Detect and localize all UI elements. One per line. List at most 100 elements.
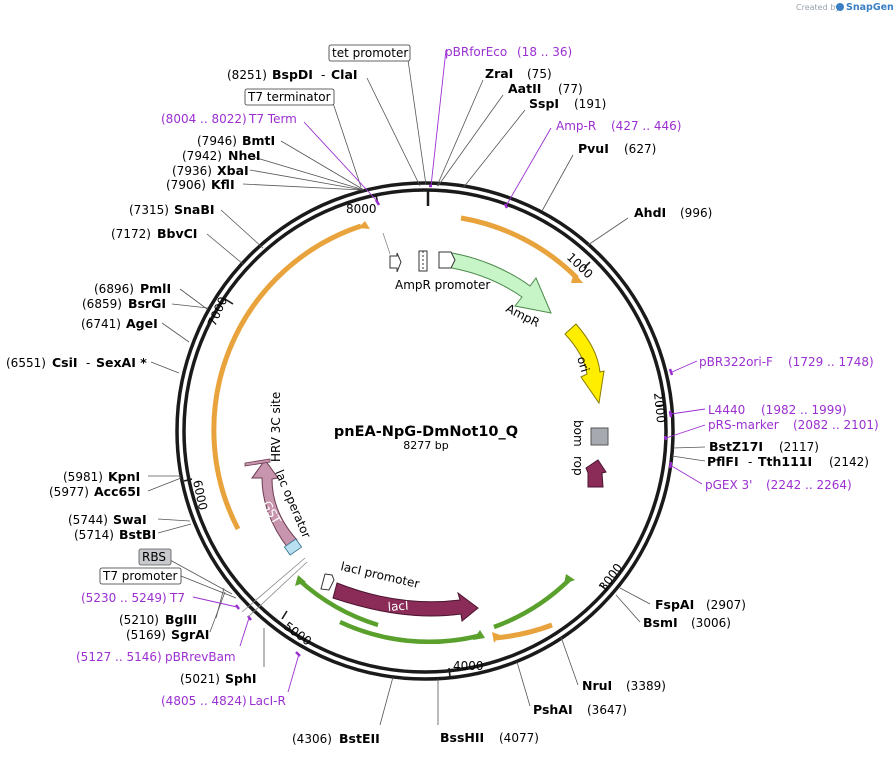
site-sphi-pos: (5021) [180,672,220,686]
site-pvui-name: PvuI [578,141,609,156]
rop-feature [585,459,607,488]
site-leaders [147,59,706,726]
feature-label-ampr-promoter: AmpR promoter [395,278,490,292]
site-nhei-pos: (7942) [182,149,222,163]
primer-pbr322ori-f-range: (1729 .. 1748) [788,355,874,369]
primer-amp-r-range: (427 .. 446) [611,119,681,133]
laci-promoter-arrow [320,573,335,591]
site-kfli-name: KflI [211,177,235,192]
site-ahdi-pos: (996) [680,206,712,220]
site-agei-name: AgeI [126,316,158,331]
laci-feature [332,582,479,622]
box-rbs [138,548,172,566]
site-zrai-pos: (75) [527,67,552,81]
ampr-promoter-arrow [389,250,428,273]
site-bstbi-pos: (5714) [74,528,114,542]
site-xbai-pos: (7936) [172,164,212,178]
site-bstbi-name: BstBI [119,527,156,542]
gst-feature [251,459,298,549]
site-pflfi-name: PflFI [707,454,739,469]
site-zrai-name: ZraI [485,66,513,81]
orf-arc-laci-2 [339,619,479,645]
primer-prs-marker-range: (2082 .. 2101) [793,418,879,432]
orf-arc-rop-rev [494,622,553,641]
site-xbai-name: XbaI [217,163,249,178]
ori-feature [564,323,605,405]
primer-leaders [192,49,706,693]
site-sspi-name: SspI [529,96,559,111]
site-nrui-name: NruI [582,678,612,693]
site-kpni-pos: (5981) [63,470,103,484]
primer-pbrforeco-name: pBRforEco [445,45,507,59]
site-bsteii-pos: (4306) [292,732,332,746]
site-kpni-name: KpnI [108,469,140,484]
site-bsshii-name: BssHII [440,730,484,745]
feature-label-laci: lacI [387,599,409,614]
orf-arc-left [211,223,362,531]
ampr-feature [442,251,552,314]
site-bglii-pos: (5210) [119,613,159,627]
site-sexai-name: SexAI * [96,355,147,370]
site-kfli-pos: (7906) [166,178,206,192]
site-bspdi-pos: (8251) [227,68,267,82]
feature-label-bom: bom [571,420,585,447]
site-csii-name: CsiI [52,355,78,370]
site-acc65i-name: Acc65I [94,484,141,499]
backbone-outer [175,181,675,681]
site-bspdi-name: BspDI [272,67,313,82]
site-nrui-pos: (3389) [626,679,666,693]
site-tth111i-name: Tth111I [758,454,812,469]
primer-pbrrevbam-name: pBRrevBam [165,650,236,664]
ampr-promoter-head [438,251,456,269]
site-snabi-name: SnaBI [174,202,215,217]
feature-label-ori: ori [574,355,592,374]
site-fspai-name: FspAI [655,597,694,612]
site-bbvci-pos: (7172) [111,227,151,241]
site-clai-name: ClaI [331,67,358,82]
site-bsrgi-pos: (6859) [82,297,122,311]
site-csii-pos: (6551) [6,356,46,370]
primer-pgex3-name: pGEX 3' [705,478,752,492]
site-bbvci-name: BbvCI [157,226,197,241]
tick-4000: 4000 [453,659,484,673]
site-sgrai-pos: (5169) [126,628,166,642]
primer-laci-r-name: LacI-R [249,694,286,708]
box-t7-terminator [244,88,335,106]
site-agei-pos: (6741) [81,317,121,331]
site-bmti-name: BmtI [242,133,275,148]
site-aatii-pos: (77) [558,82,583,96]
site-swai-pos: (5744) [68,513,108,527]
site-aatii-name: AatII [508,81,541,96]
hrv-3c-site-feature [244,458,271,467]
backbone-inner [182,188,668,674]
site-pflfi-pos: (2142) [829,455,869,469]
plasmid-size: 8277 bp [403,439,448,452]
site-pmli-name: PmlI [140,281,171,296]
site-pflfi-dash: - [748,455,752,469]
site-bglii-name: BglII [165,612,197,627]
plasmid-name: pnEA-NpG-DmNot10_Q [334,424,518,440]
primer-pgex3-range: (2242 .. 2264) [766,478,852,492]
inner-ghost-lines [241,232,391,618]
site-pmli-pos: (6896) [94,282,134,296]
site-bspdi-dash: - [321,68,325,82]
primer-pbrrevbam-range: (5127 .. 5146) [76,650,162,664]
site-pshai-pos: (3647) [587,703,627,717]
label-tet-promoter: tet promoter [332,46,408,60]
box-t7-promoter [99,567,182,585]
credit-brand: SnapGene [846,2,894,13]
site-snabi-pos: (7315) [129,203,169,217]
site-bsmi-name: BsmI [643,615,678,630]
site-bsshii-pos: (4077) [499,731,539,745]
bom-feature [590,427,609,446]
site-pvui-pos: (627) [624,142,656,156]
site-sgrai-name: SgrAI [171,627,209,642]
site-bsmi-pos: (3006) [691,616,731,630]
orf-arc-laci-1 [297,578,379,628]
primer-t7-range: (5230 .. 5249) [81,591,167,605]
primer-pbrforeco-range: (18 .. 36) [517,45,572,59]
site-sphi-name: SphI [225,671,257,686]
label-t7-promoter: T7 promoter [102,569,178,583]
site-acc65i-pos: (5977) [49,485,89,499]
